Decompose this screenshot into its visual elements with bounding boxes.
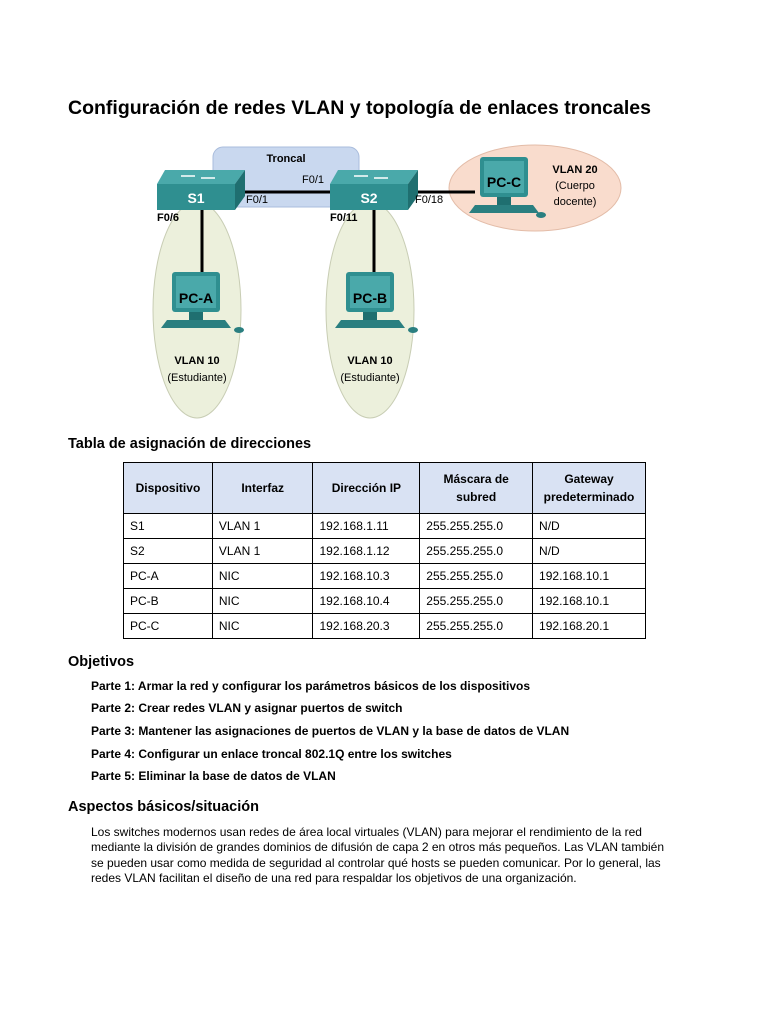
background-paragraph: Los switches modernos usan redes de área… bbox=[91, 825, 691, 886]
switch-s2-label: S2 bbox=[360, 190, 377, 206]
trunk-label: Troncal bbox=[266, 153, 305, 165]
port-s2-trunk: F0/1 bbox=[302, 174, 324, 186]
table-header-row: Dispositivo Interfaz Dirección IP Máscar… bbox=[123, 462, 646, 514]
cell-interface: VLAN 1 bbox=[211, 513, 314, 539]
pc-c: PC-C bbox=[469, 157, 546, 218]
table-row: PC-A NIC 192.168.10.3 255.255.255.0 192.… bbox=[123, 563, 646, 589]
col-header-interface: Interfaz bbox=[211, 462, 314, 514]
col-header-ip: Dirección IP bbox=[312, 462, 421, 514]
cell-gateway: 192.168.10.1 bbox=[532, 563, 646, 589]
cell-device: S1 bbox=[123, 513, 213, 539]
objectives-heading: Objetivos bbox=[68, 654, 135, 670]
cell-ip: 192.168.20.3 bbox=[312, 613, 421, 639]
group-label-pcb: (Estudiante) bbox=[340, 372, 399, 384]
cell-device: PC-B bbox=[123, 588, 213, 614]
cell-mask: 255.255.255.0 bbox=[419, 513, 534, 539]
cell-mask: 255.255.255.0 bbox=[419, 588, 534, 614]
cell-gateway: N/D bbox=[532, 513, 646, 539]
pc-a: PC-A bbox=[161, 272, 244, 333]
addressing-heading: Tabla de asignación de direcciones bbox=[68, 436, 312, 452]
addressing-table: Dispositivo Interfaz Dirección IP Máscar… bbox=[123, 462, 646, 639]
pc-b-label: PC-B bbox=[353, 290, 387, 306]
port-s1-trunk: F0/1 bbox=[246, 194, 268, 206]
cell-gateway: N/D bbox=[532, 538, 646, 564]
vlan-label-pcb: VLAN 10 bbox=[347, 355, 392, 367]
objective-part-2: Parte 2: Crear redes VLAN y asignar puer… bbox=[91, 701, 403, 715]
objective-part-5: Parte 5: Eliminar la base de datos de VL… bbox=[91, 769, 336, 783]
page-title: Configuración de redes VLAN y topología … bbox=[68, 97, 651, 119]
paragraph-line: mediante la división de grandes dominios… bbox=[91, 840, 665, 855]
table-row: PC-C NIC 192.168.20.3 255.255.255.0 192.… bbox=[123, 613, 646, 639]
cell-interface: NIC bbox=[211, 588, 314, 614]
paragraph-line: redes VLAN facilitan el diseño de una re… bbox=[91, 870, 577, 885]
vlan-label-pca: VLAN 10 bbox=[174, 355, 219, 367]
port-s2-pcb: F0/11 bbox=[330, 212, 358, 224]
vlan20-area-pcc bbox=[448, 144, 622, 232]
switch-s2: S2 bbox=[330, 170, 418, 210]
cell-interface: NIC bbox=[211, 563, 314, 589]
switch-s1-label: S1 bbox=[187, 190, 204, 206]
background-heading: Aspectos básicos/situación bbox=[68, 799, 259, 815]
pc-a-label: PC-A bbox=[179, 290, 213, 306]
pc-b: PC-B bbox=[335, 272, 418, 333]
objective-part-4: Parte 4: Configurar un enlace troncal 80… bbox=[91, 747, 452, 761]
cell-ip: 192.168.1.11 bbox=[312, 513, 421, 539]
objective-part-3: Parte 3: Mantener las asignaciones de pu… bbox=[91, 724, 570, 738]
port-s2-pcc: F0/18 bbox=[415, 194, 443, 206]
network-topology-diagram: S1 S2 PC-A PC-B PC-C Troncal F0/1 bbox=[152, 144, 622, 419]
cell-interface: VLAN 1 bbox=[211, 538, 314, 564]
cell-ip: 192.168.10.4 bbox=[312, 588, 421, 614]
cell-device: S2 bbox=[123, 538, 213, 564]
col-header-device: Dispositivo bbox=[123, 462, 213, 514]
cell-mask: 255.255.255.0 bbox=[419, 563, 534, 589]
cell-gateway: 192.168.20.1 bbox=[532, 613, 646, 639]
pc-c-label: PC-C bbox=[487, 174, 521, 190]
cell-device: PC-A bbox=[123, 563, 213, 589]
objective-part-1: Parte 1: Armar la red y configurar los p… bbox=[91, 679, 531, 693]
table-row: PC-B NIC 192.168.10.4 255.255.255.0 192.… bbox=[123, 588, 646, 614]
group-label-pca: (Estudiante) bbox=[167, 372, 226, 384]
cell-gateway: 192.168.10.1 bbox=[532, 588, 646, 614]
port-s1-pca: F0/6 bbox=[157, 212, 179, 224]
paragraph-line: Los switches modernos usan redes de área… bbox=[91, 825, 642, 839]
table-row: S2 VLAN 1 192.168.1.12 255.255.255.0 N/D bbox=[123, 538, 646, 564]
cell-device: PC-C bbox=[123, 613, 213, 639]
cell-mask: 255.255.255.0 bbox=[419, 613, 534, 639]
cell-interface: NIC bbox=[211, 613, 314, 639]
vlan-label-pcc: VLAN 20 bbox=[552, 164, 597, 176]
group-label-pcc-2: docente) bbox=[554, 196, 597, 208]
group-label-pcc-1: (Cuerpo bbox=[555, 180, 595, 192]
cell-mask: 255.255.255.0 bbox=[419, 538, 534, 564]
cell-ip: 192.168.1.12 bbox=[312, 538, 421, 564]
table-row: S1 VLAN 1 192.168.1.11 255.255.255.0 N/D bbox=[123, 513, 646, 539]
paragraph-line: se pueden usar como medida de seguridad … bbox=[91, 855, 661, 870]
switch-s1: S1 bbox=[157, 170, 245, 210]
cell-ip: 192.168.10.3 bbox=[312, 563, 421, 589]
